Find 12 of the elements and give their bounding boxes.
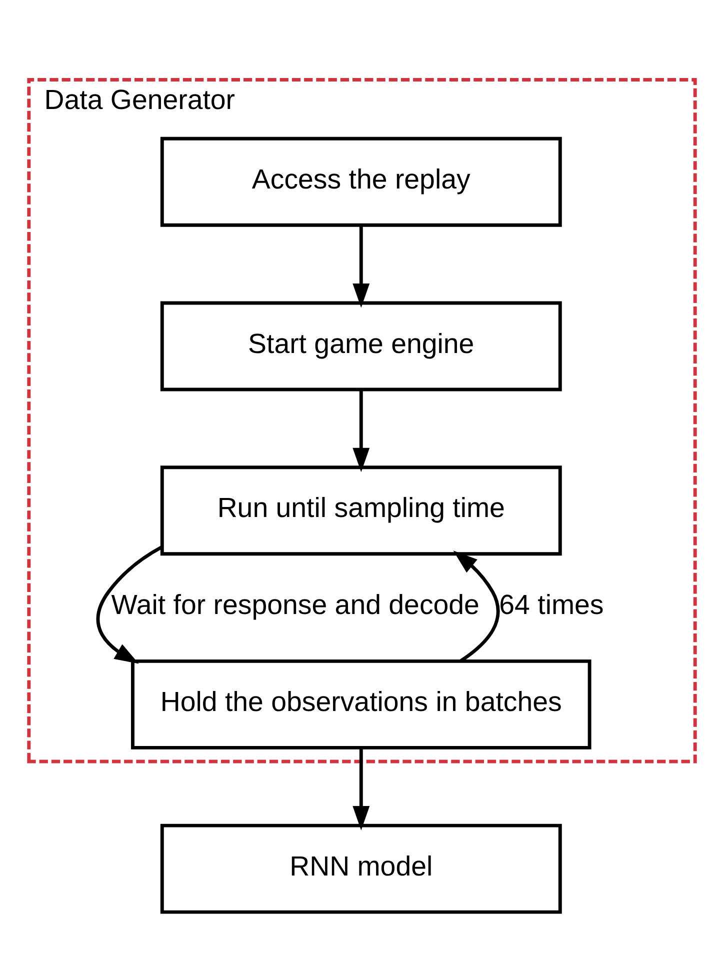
- node-box: Hold the observations in batches: [131, 658, 592, 749]
- arrow: [352, 390, 370, 472]
- node-box: Run until sampling time: [160, 465, 562, 556]
- arrow: [96, 545, 163, 664]
- node-box: Start game engine: [160, 300, 562, 391]
- arrow: [352, 748, 370, 830]
- edge-label: Wait for response and decode: [111, 588, 480, 620]
- arrow: [453, 550, 500, 662]
- node-box: RNN model: [160, 823, 562, 914]
- arrow: [352, 225, 370, 308]
- node-box: Access the replay: [160, 136, 562, 226]
- edge-label: 64 times: [499, 588, 604, 620]
